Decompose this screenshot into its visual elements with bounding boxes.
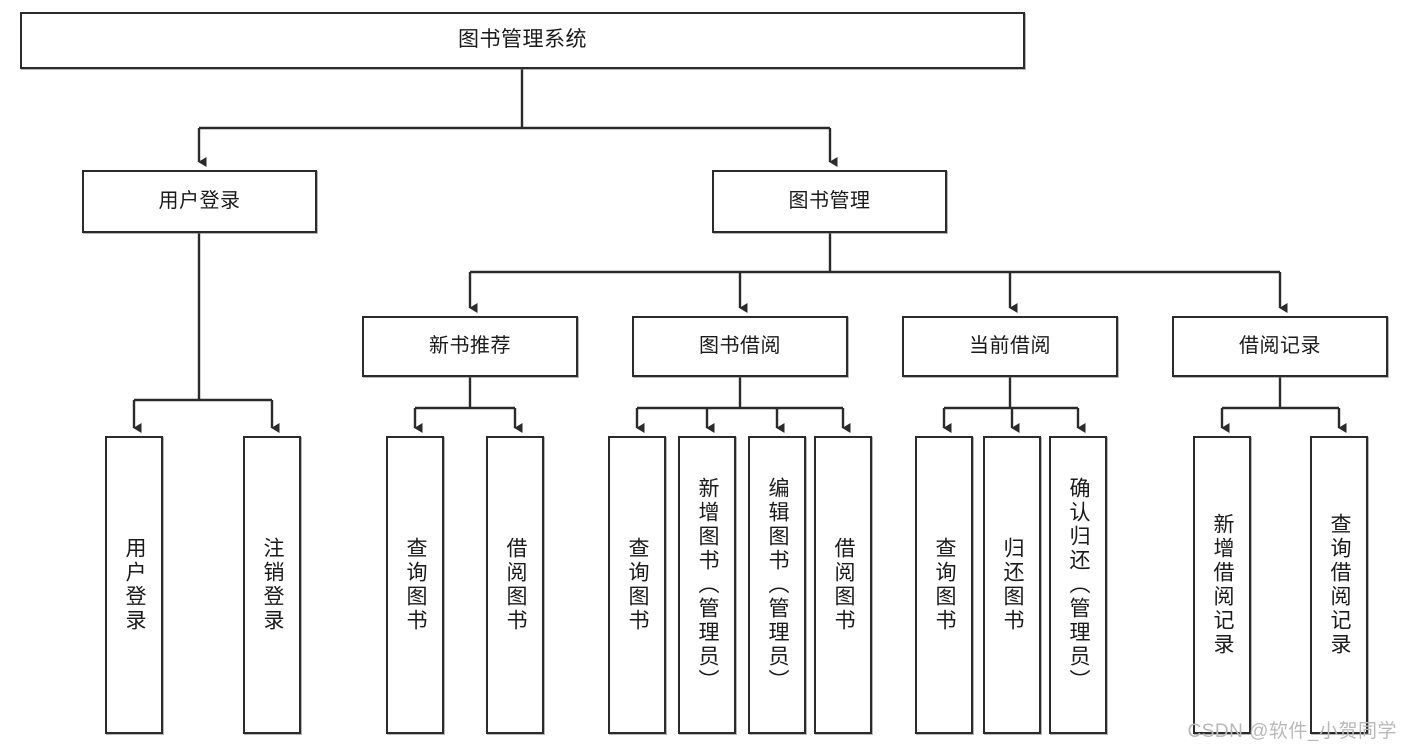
- node-label: 图书借阅: [699, 334, 781, 357]
- node-label: 借阅图书: [832, 537, 856, 633]
- leaf-user-login[interactable]: 用户登录: [105, 436, 163, 734]
- node-current-borrow[interactable]: 当前借阅: [902, 316, 1118, 377]
- node-book-borrow[interactable]: 图书借阅: [632, 316, 848, 377]
- node-borrow-record[interactable]: 借阅记录: [1172, 316, 1388, 377]
- node-label: 查询图书: [626, 537, 650, 633]
- node-label: 注销登录: [261, 537, 285, 633]
- node-label: 用户登录: [158, 189, 241, 212]
- leaf-return-book[interactable]: 归还图书: [983, 436, 1041, 734]
- node-label: 查询借阅记录: [1328, 513, 1352, 657]
- node-new-book-recommend[interactable]: 新书推荐: [362, 316, 578, 377]
- node-label: 图书管理系统: [458, 28, 587, 52]
- node-user-login[interactable]: 用户登录: [82, 170, 317, 233]
- leaf-edit-book-admin[interactable]: 编辑图书（管理员）: [748, 436, 806, 734]
- node-label: 借阅图书: [504, 537, 528, 633]
- node-label: 查询图书: [933, 537, 957, 633]
- leaf-query-book-recommend[interactable]: 查询图书: [386, 436, 444, 734]
- node-label: 借阅记录: [1239, 334, 1321, 357]
- leaf-borrow-book-recommend[interactable]: 借阅图书: [486, 436, 544, 734]
- node-label: 图书管理: [788, 189, 871, 212]
- node-label: 确认归还（管理员）: [1067, 477, 1091, 693]
- node-label: 新增图书（管理员）: [696, 477, 720, 693]
- leaf-query-book-borrow[interactable]: 查询图书: [608, 436, 666, 734]
- node-label: 用户登录: [123, 537, 147, 633]
- leaf-query-book-current[interactable]: 查询图书: [915, 436, 973, 734]
- watermark: CSDN @软件_小贺同学: [1187, 721, 1397, 742]
- leaf-add-book-admin[interactable]: 新增图书（管理员）: [678, 436, 736, 734]
- leaf-query-borrow-record[interactable]: 查询借阅记录: [1310, 436, 1368, 734]
- node-label: 新增借阅记录: [1211, 513, 1235, 657]
- leaf-borrow-book[interactable]: 借阅图书: [814, 436, 872, 734]
- node-label: 归还图书: [1001, 537, 1025, 633]
- node-label: 编辑图书（管理员）: [766, 477, 790, 693]
- node-root-system[interactable]: 图书管理系统: [20, 12, 1025, 69]
- node-book-management[interactable]: 图书管理: [712, 170, 947, 233]
- node-label: 查询图书: [404, 537, 428, 633]
- leaf-add-borrow-record[interactable]: 新增借阅记录: [1193, 436, 1251, 734]
- node-label: 当前借阅: [969, 334, 1051, 357]
- leaf-logout[interactable]: 注销登录: [243, 436, 301, 734]
- node-label: 新书推荐: [429, 334, 511, 357]
- leaf-confirm-return-admin[interactable]: 确认归还（管理员）: [1049, 436, 1107, 734]
